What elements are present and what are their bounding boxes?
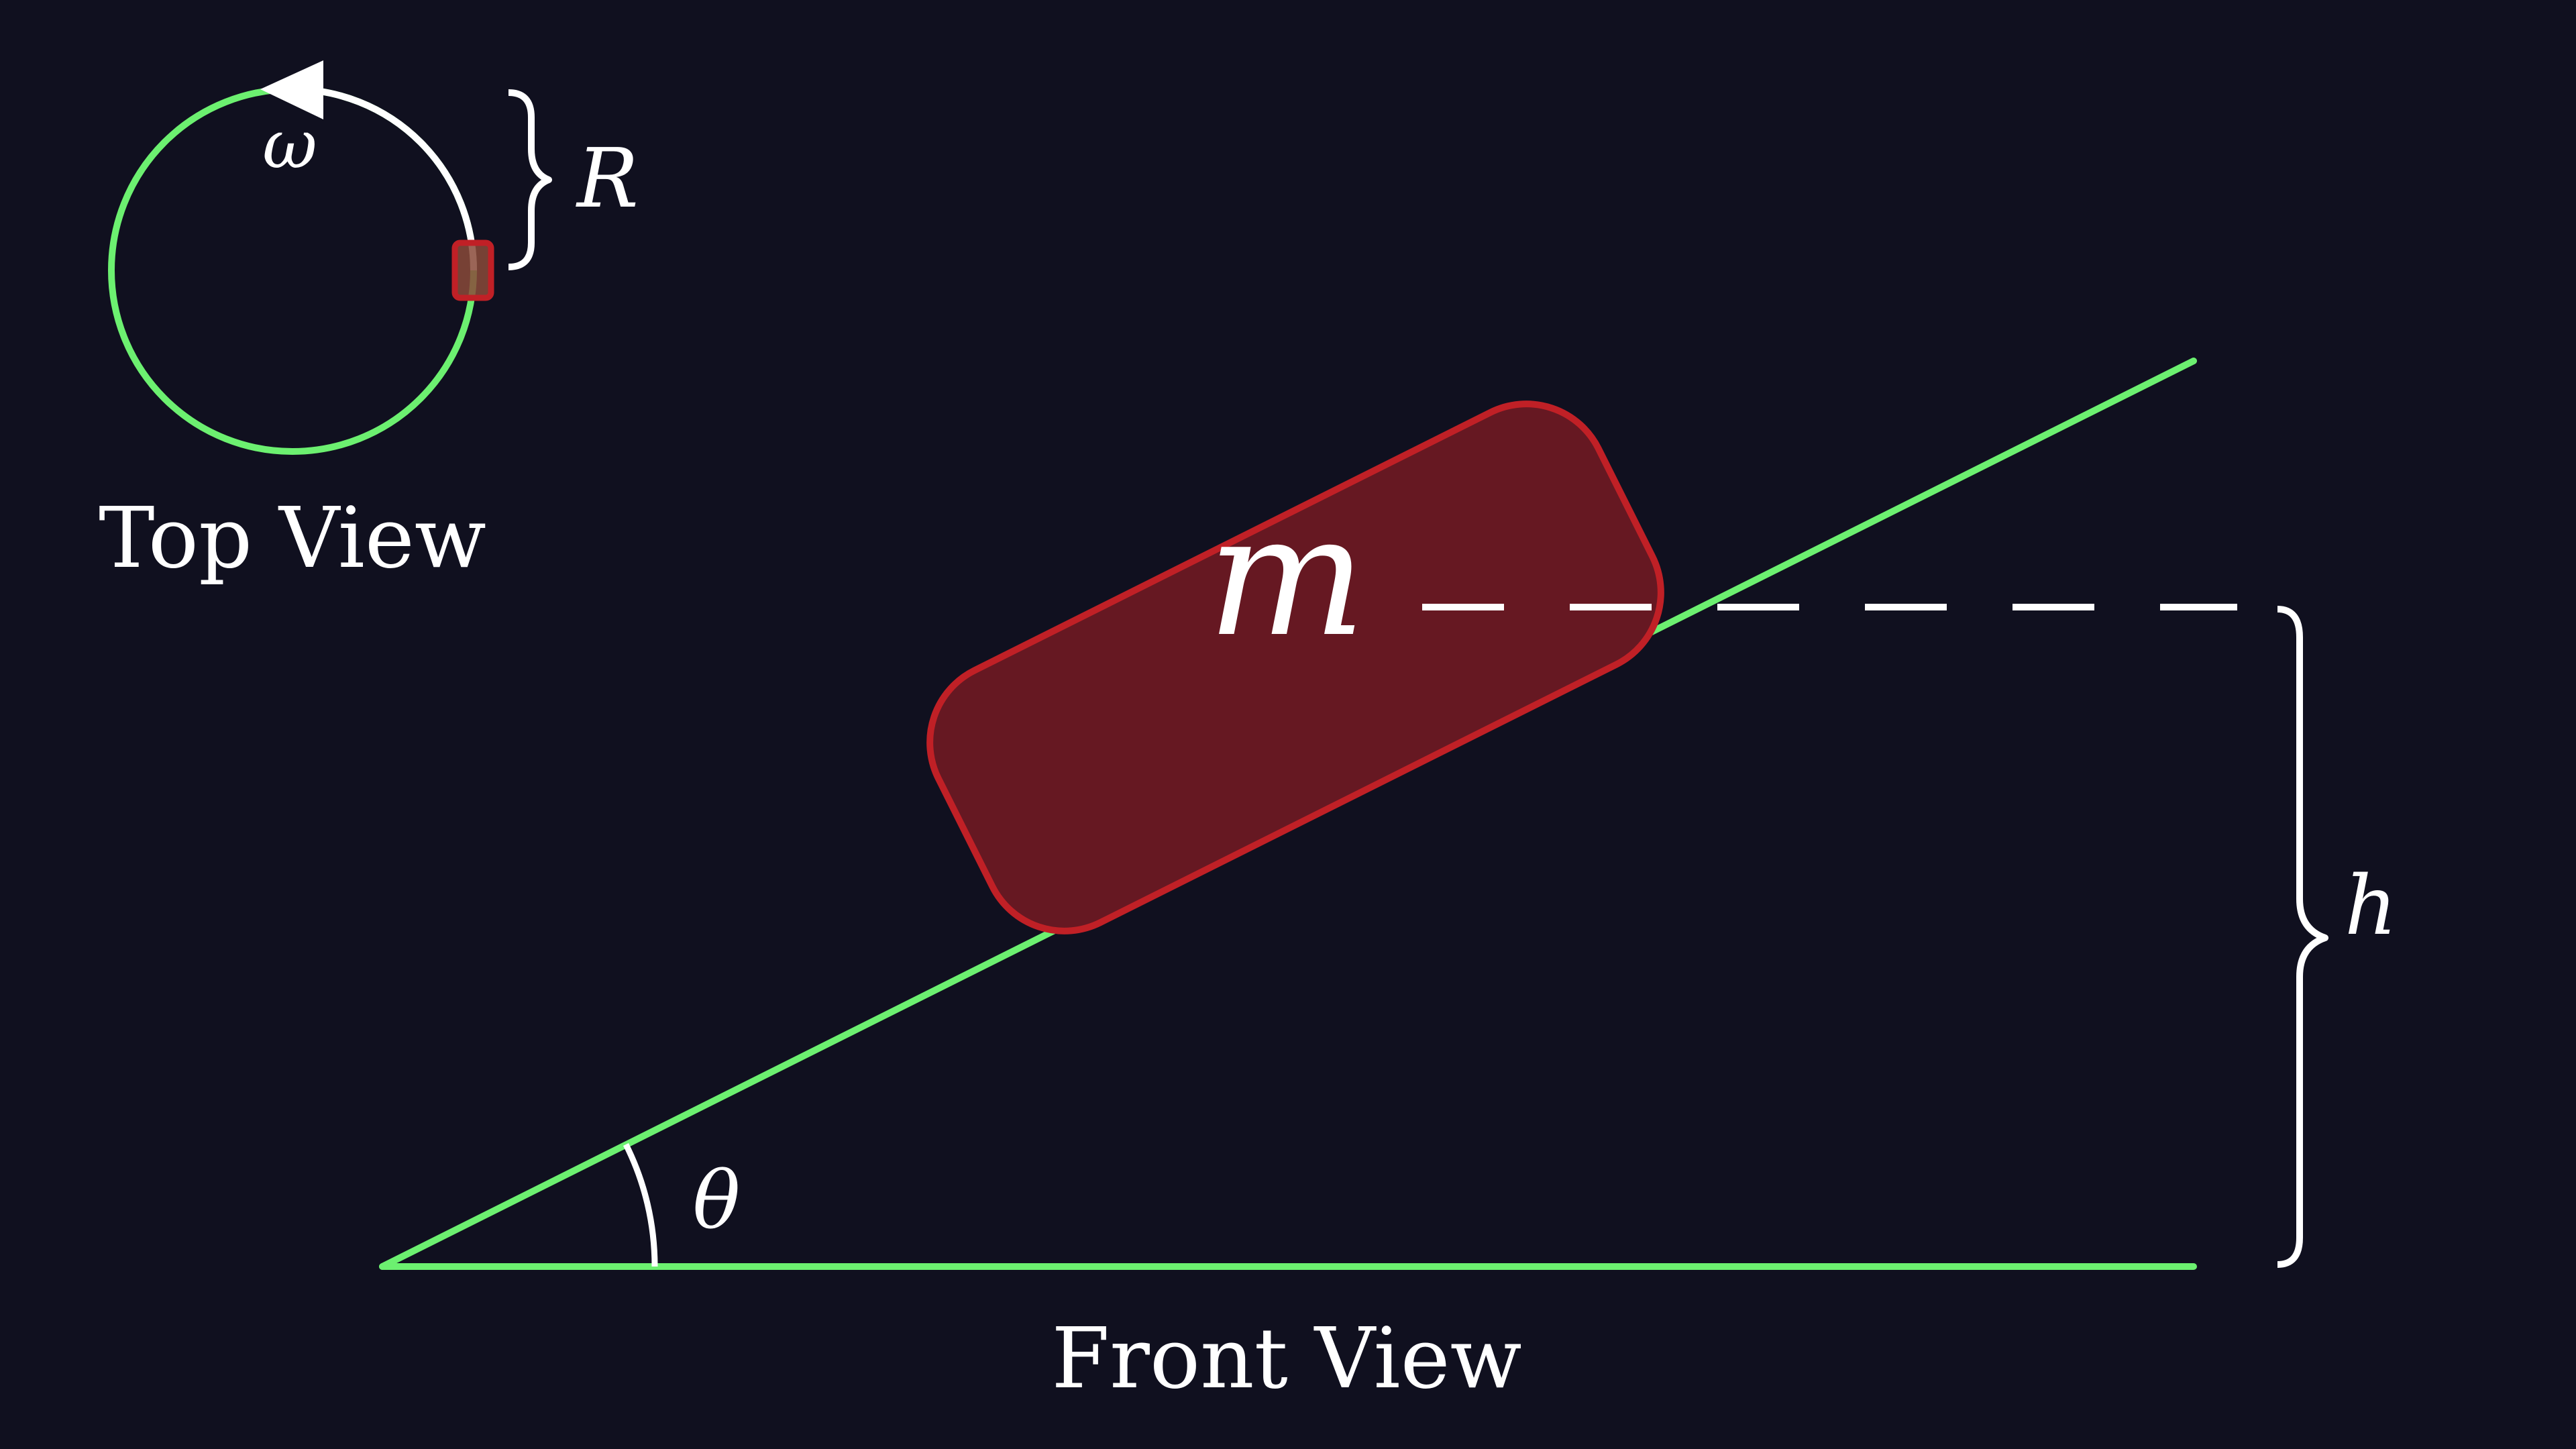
height-label: h — [2345, 858, 2398, 953]
front-view: θ m h Front View — [379, 358, 2398, 1407]
front-view-caption: Front View — [1051, 1310, 1521, 1407]
omega-label: ω — [262, 105, 317, 184]
top-view: ω R Top View — [99, 60, 639, 587]
height-brace — [2277, 606, 2328, 1268]
theta-label: θ — [692, 1154, 740, 1246]
radius-label: R — [576, 131, 639, 226]
top-view-caption: Top View — [99, 490, 486, 587]
rotation-arc — [292, 86, 477, 271]
angle-arc — [623, 1142, 658, 1267]
sliding-block — [926, 400, 1664, 934]
block-body — [926, 400, 1664, 934]
rotation-arrow-icon — [260, 60, 323, 119]
mass-label: m — [1207, 478, 1366, 674]
radius-brace — [508, 89, 552, 270]
top-view-mass — [451, 239, 494, 301]
